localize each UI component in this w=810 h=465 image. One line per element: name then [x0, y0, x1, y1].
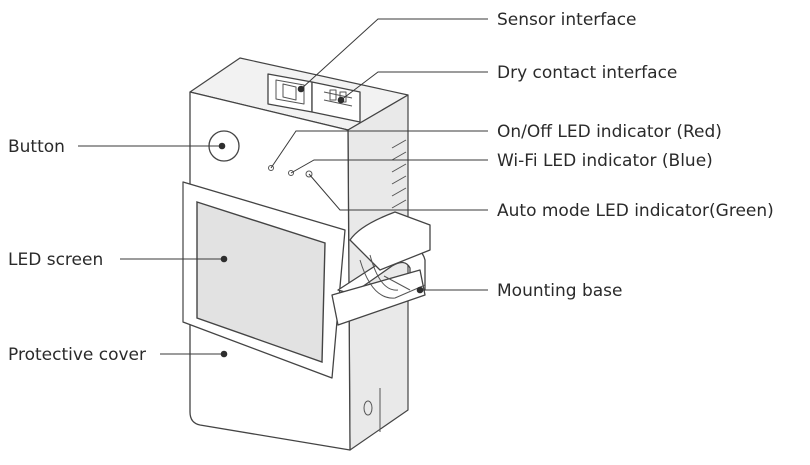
side-vents	[391, 139, 407, 209]
led-screen-panel	[196, 201, 326, 363]
side-port	[363, 400, 373, 416]
label-sensor-interface: Sensor interface	[497, 10, 637, 30]
label-button: Button	[8, 137, 65, 157]
label-wifi-led: Wi-Fi LED indicator (Blue)	[497, 151, 713, 171]
on-off-led-icon	[268, 165, 274, 171]
leader-lines	[78, 18, 488, 358]
label-dry-contact-interface: Dry contact interface	[497, 63, 677, 83]
label-mounting-base: Mounting base	[497, 281, 623, 301]
label-led-screen: LED screen	[8, 250, 103, 270]
dry-contact-port	[311, 81, 361, 123]
wifi-led-icon	[288, 170, 294, 176]
mounting-base-clip	[331, 211, 431, 326]
label-auto-mode-led: Auto mode LED indicator(Green)	[497, 201, 774, 221]
auto-mode-led-icon	[305, 170, 313, 178]
label-protective-cover: Protective cover	[8, 345, 146, 365]
label-on-off-led: On/Off LED indicator (Red)	[497, 122, 722, 142]
